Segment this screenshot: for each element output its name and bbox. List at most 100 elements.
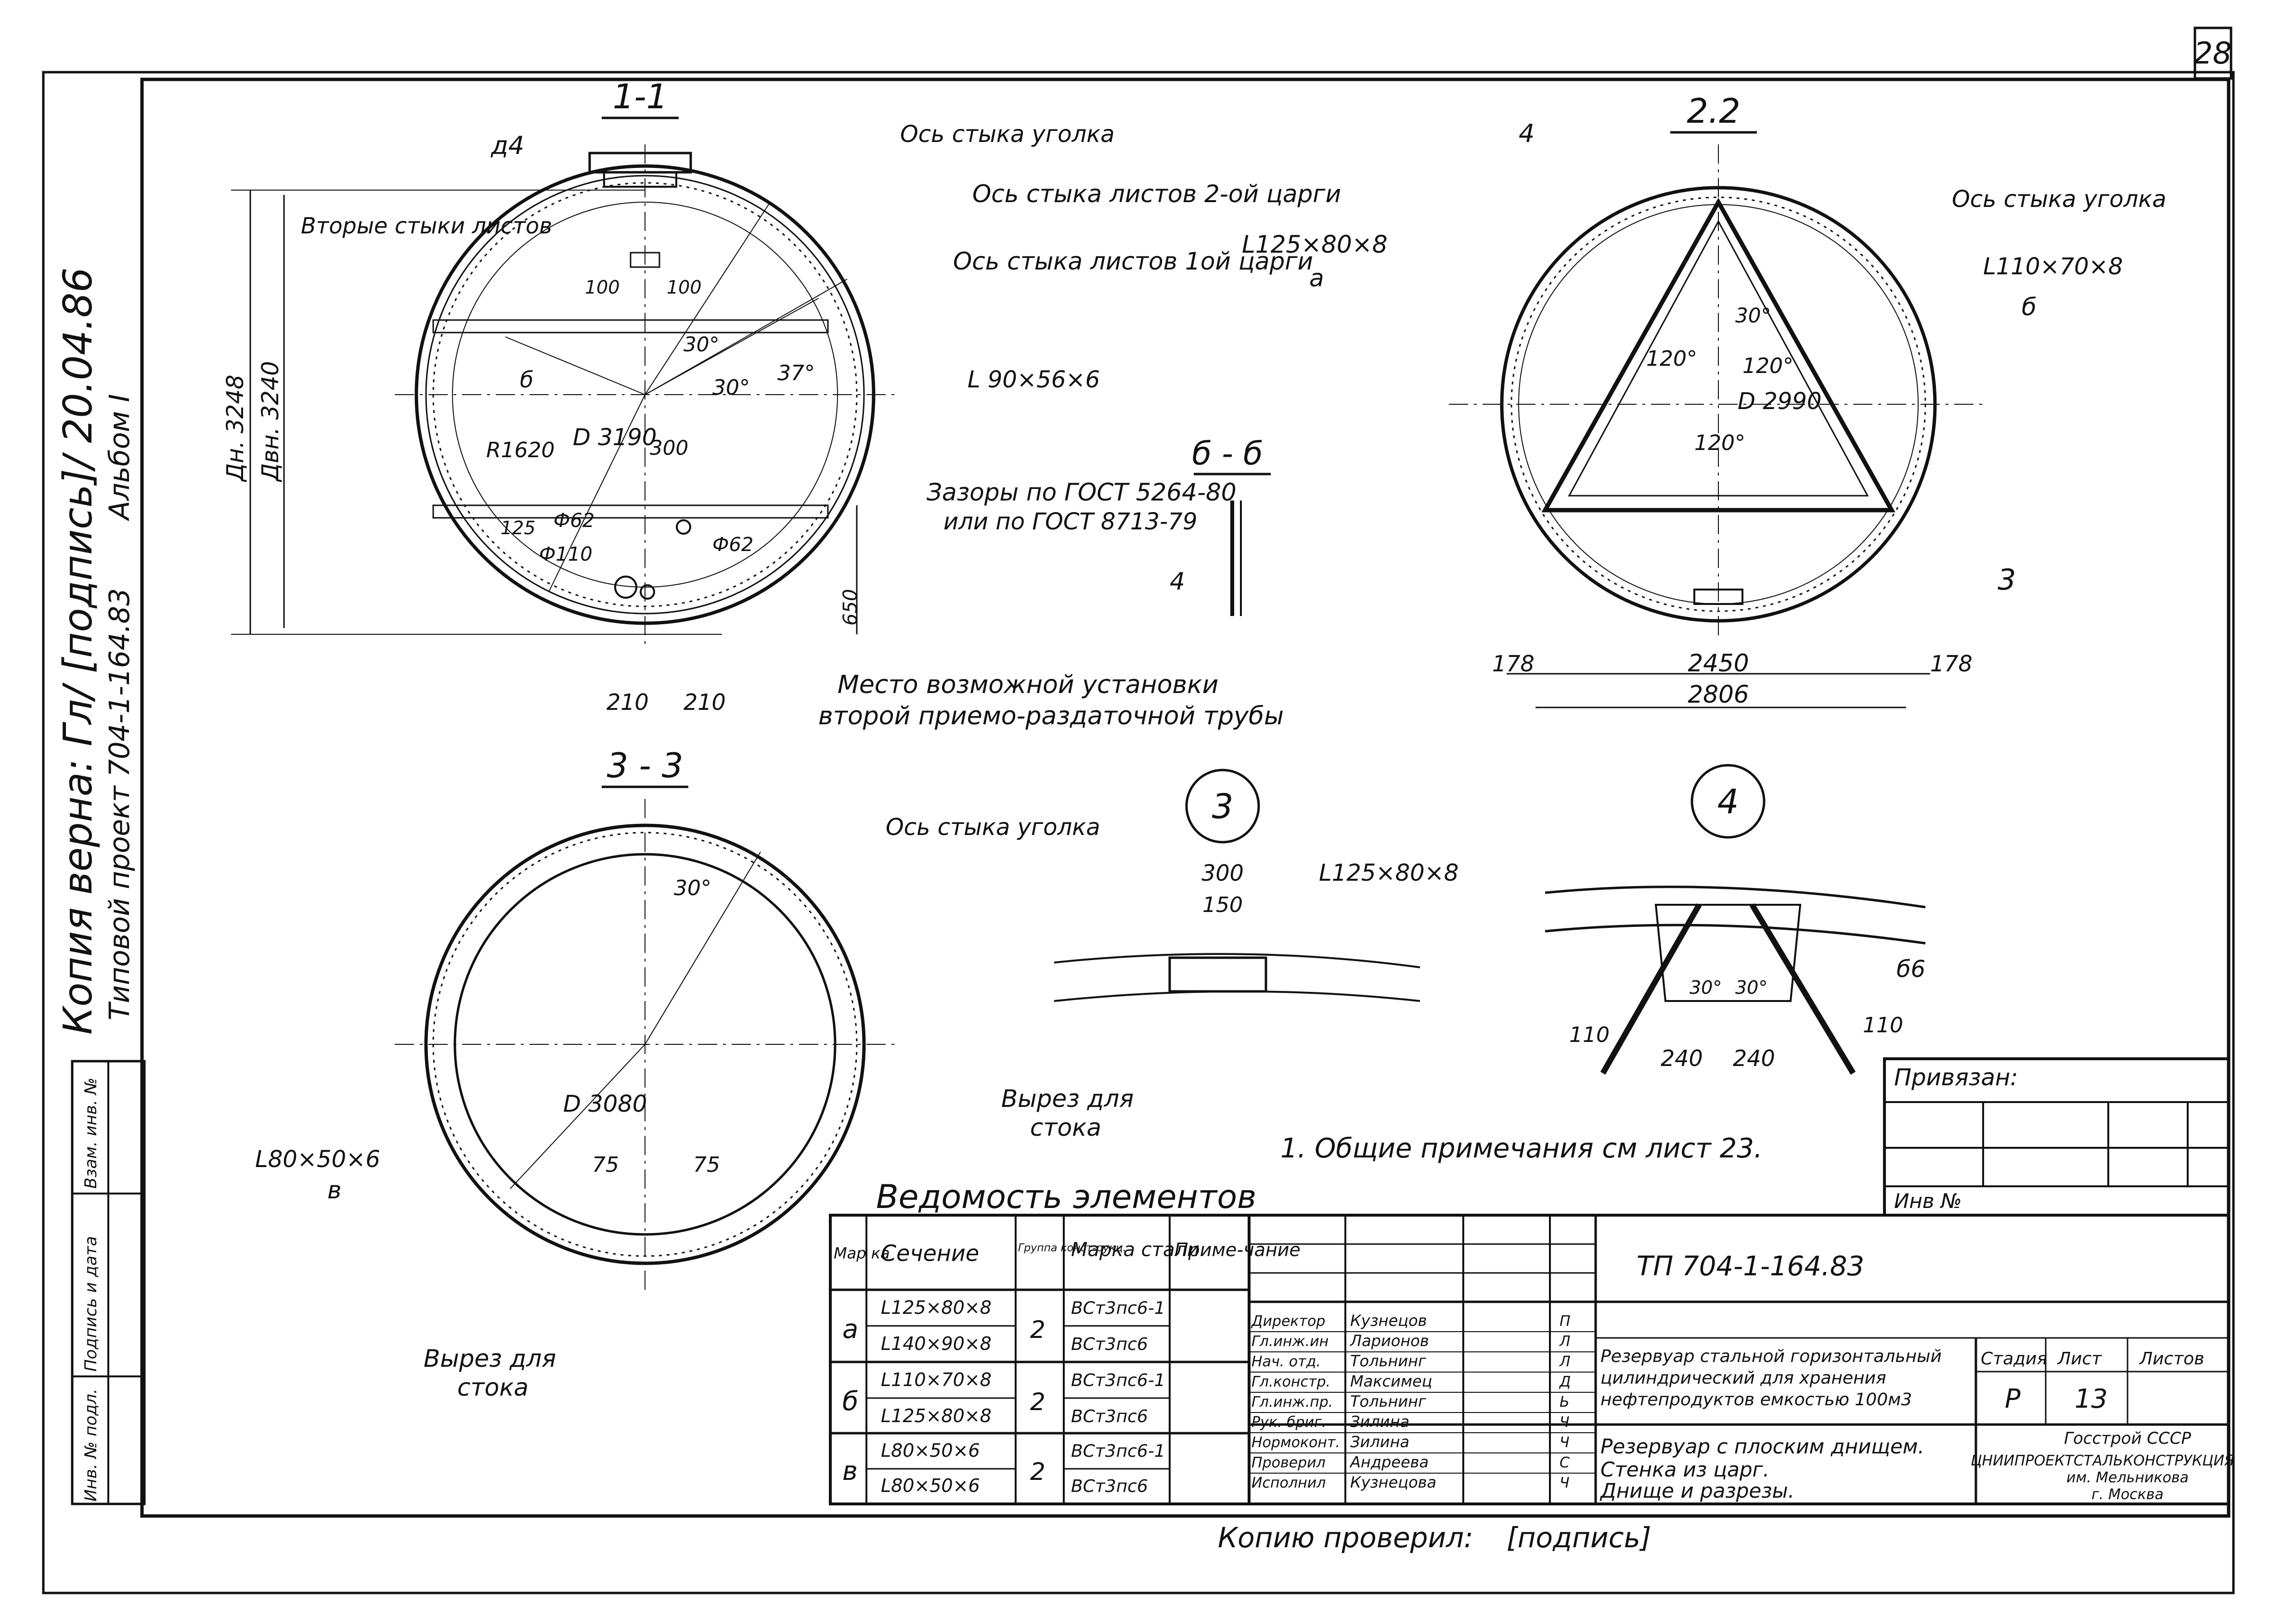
header-mark: Мар ка	[834, 1244, 890, 1262]
side-album: Альбом I	[103, 394, 136, 522]
weld-4: 4	[1170, 567, 1185, 595]
label-3: 3	[1998, 563, 2016, 597]
dim-240-right: 240	[1733, 1045, 1775, 1071]
angle-120-right: 120°	[1742, 354, 1793, 378]
angle-30-d4-left: 30°	[1690, 977, 1722, 998]
row-b-mark: б	[842, 1386, 858, 1416]
dim-100-right: 100	[667, 277, 702, 298]
copy-signature: [подпись]	[1507, 1521, 1651, 1554]
header-steel: Марка стали	[1071, 1239, 1200, 1261]
title-sig-0: П	[1560, 1313, 1571, 1330]
dim-240-left: 240	[1661, 1045, 1703, 1071]
title-sig-6: Ч	[1560, 1434, 1570, 1451]
d3-cutout-note-2: стока	[1030, 1114, 1101, 1142]
title-role-8: Исполнил	[1251, 1475, 1326, 1491]
gap-note-1: Зазоры по ГОСТ 5264-80	[927, 478, 1237, 506]
dim-178-left: 178	[1492, 651, 1535, 677]
section-b-b-title: б - б	[1192, 435, 1263, 472]
title-sig-3: Д	[1559, 1374, 1571, 1390]
sheet-label: Лист	[2057, 1349, 2102, 1369]
bound-block: Привязан: Инв №	[1883, 1057, 2230, 1217]
d3-cutout-note-1: Вырез для	[1001, 1085, 1134, 1113]
hole-f110: Ф110	[539, 543, 593, 565]
row-v-steel-1: ВСт3пс6-1	[1071, 1441, 1165, 1461]
label-angle-110x70: L110×70×8	[1983, 253, 2123, 280]
title-role-6: Нормоконт.	[1251, 1434, 1340, 1451]
label-angle-joint-22: Ось стыка уголка	[1952, 186, 2167, 213]
side-project-code: Типовой проект 704-1-164.83	[103, 588, 136, 1020]
detail-4: 4 30° 30° б6 240 240 110 110	[1545, 764, 1926, 1075]
dim-300: 300	[650, 436, 688, 460]
row-v-group: 2	[1030, 1458, 1045, 1486]
dim-75-left: 75	[592, 1153, 619, 1177]
row-a-section-1: L125×80×8	[881, 1297, 992, 1318]
title-sig-4: Ь	[1560, 1394, 1570, 1411]
section-3-3: 3 - 3 Ось стыка уголка 30° D 3080 L80×50…	[255, 746, 1100, 1401]
dim-650: 650	[839, 589, 862, 626]
title-sig-2: Л	[1559, 1353, 1571, 1370]
label-4-top: 4	[1519, 119, 1535, 148]
sheet-line-2: Стенка из царг.	[1600, 1458, 1769, 1481]
label-sheet-joint-2: Ось стыка листов 2-ой царги	[972, 180, 1341, 208]
note-line-1: Место возможной установки	[838, 670, 1218, 699]
label-d2990: D 2990	[1738, 388, 1821, 415]
bound-inv: Инв №	[1894, 1189, 1962, 1213]
title-name-2: Тольнинг	[1350, 1352, 1426, 1370]
side-copy-note: Копия верна: Гл/ [подпись]/ 20.04.86	[55, 268, 101, 1035]
inner-frame	[140, 77, 2231, 1518]
title-sig-7: С	[1560, 1454, 1570, 1471]
angle-30-d4-right: 30°	[1735, 977, 1767, 998]
label-b-section: б	[520, 367, 533, 393]
label-r1620: R1620	[486, 438, 555, 462]
label-second-joints: Вторые стыки листов	[301, 213, 552, 239]
title-name-7: Андреева	[1349, 1453, 1429, 1471]
dim-150-d3: 150	[1202, 893, 1243, 917]
schedule-title: Ведомость элементов	[876, 1178, 1256, 1216]
detail-3-title: 3	[1212, 787, 1234, 826]
angle-37: 37°	[777, 361, 815, 385]
title-role-7: Проверил	[1251, 1454, 1326, 1471]
angle-30-center: 30°	[712, 375, 750, 400]
note-line-2: второй приемо-раздаточной трубы	[818, 702, 1284, 731]
title-name-8: Кузнецова	[1350, 1473, 1436, 1491]
title-name-5: Зилина	[1350, 1413, 1409, 1431]
label-d3080: D 3080	[563, 1091, 647, 1117]
angle-120-bottom: 120°	[1694, 431, 1745, 455]
section-1-1: 1-1 Дн. 3248 Двн. 3240 д4 Ось	[222, 77, 1341, 731]
title-role-0: Директор	[1251, 1313, 1325, 1330]
label-v: в	[327, 1176, 341, 1204]
stage-label: Стадия	[1981, 1349, 2047, 1369]
row-a-mark: а	[842, 1314, 858, 1344]
title-role-5: Рук. бриг.	[1251, 1414, 1326, 1431]
general-note: 1. Общие примечания см лист 23.	[1280, 1133, 1763, 1164]
section-2-2-title: 2.2	[1687, 91, 1740, 131]
sheets-label: Листов	[2139, 1349, 2204, 1369]
label-sheet-joint-1: Ось стыка листов 1ой царги	[953, 247, 1313, 275]
dim-2450: 2450	[1688, 649, 1749, 677]
label-b: б	[2022, 293, 2037, 321]
sheet-line-1: Резервуар с плоским днищем.	[1600, 1435, 1924, 1458]
label-angle-80x50: L80×50×6	[255, 1146, 380, 1173]
sheet-value: 13	[2075, 1384, 2108, 1414]
title-role-1: Гл.инж.ин	[1251, 1333, 1329, 1350]
element-schedule: Ведомость элементов Мар ка Сечение Групп…	[829, 1178, 1301, 1505]
label-angle-joint-33: Ось стыка уголка	[886, 814, 1100, 841]
row-v-steel-2: ВСт3пс6	[1071, 1477, 1148, 1496]
sheet-number: 28	[2194, 36, 2232, 71]
dim-110-d4-right: 110	[1863, 1013, 1903, 1038]
dim-2806: 2806	[1688, 681, 1749, 708]
dim-75-right: 75	[693, 1153, 720, 1177]
label-b6: б6	[1896, 956, 1925, 983]
copy-checked: Копию проверил:	[1218, 1521, 1473, 1554]
dim-300-d3: 300	[1201, 860, 1244, 886]
left-stamp: Инв. № подл. Подпись и дата Взам. инв. №	[71, 1060, 146, 1505]
dim-210-left: 210	[606, 689, 649, 715]
bound-label: Привязан:	[1894, 1064, 2018, 1091]
row-v-section-2: L80×50×6	[881, 1475, 980, 1496]
row-a-group: 2	[1030, 1316, 1045, 1344]
cutout-note-2: стока	[457, 1374, 529, 1401]
dim-110-d4-left: 110	[1569, 1023, 1610, 1047]
dim-210-right: 210	[684, 689, 726, 715]
title-role-2: Нач. отд.	[1251, 1353, 1321, 1370]
